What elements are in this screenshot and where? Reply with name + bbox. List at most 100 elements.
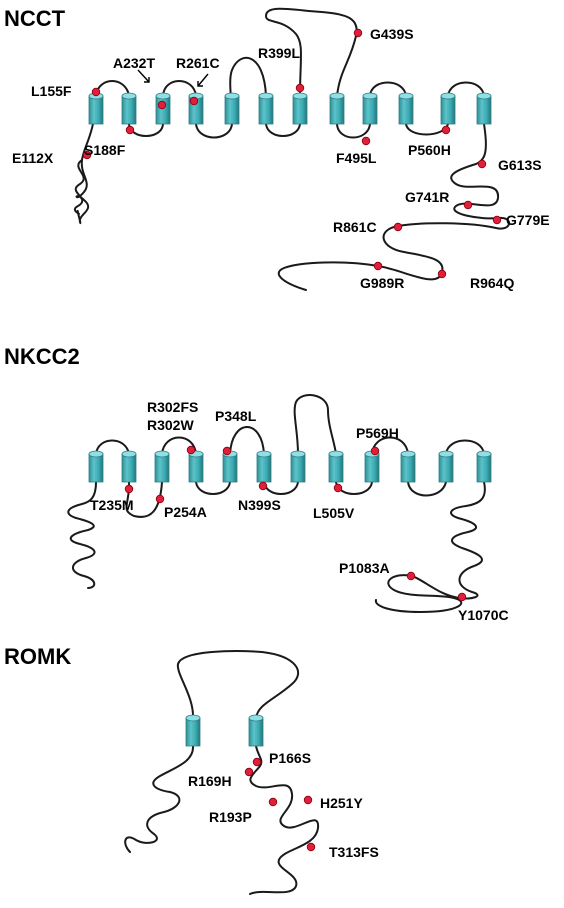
mutation-label-r861c: R861C <box>333 219 377 235</box>
ncct-helix-9 <box>362 92 378 125</box>
nkcc2-loop-11-12 <box>445 439 485 455</box>
ncct-helix-4 <box>188 92 204 125</box>
mutation-dot-p254a <box>155 494 165 504</box>
mutation-dot-r261c <box>189 96 199 106</box>
ncct-loop-7-8 <box>336 123 371 139</box>
romk-title: ROMK <box>4 644 71 669</box>
mutation-label-l155f: L155F <box>31 83 72 99</box>
ncct-arrow-a232t <box>137 69 150 83</box>
ncct-helix-10 <box>398 92 414 125</box>
ncct-helix-11 <box>440 92 456 125</box>
ncct-c-terminus <box>277 123 510 291</box>
mutation-dot-l155f <box>91 87 101 97</box>
mutation-dot-a232t <box>157 100 167 110</box>
nkcc2-title: NKCC2 <box>4 344 80 369</box>
nkcc2-helix-4 <box>188 450 204 483</box>
romk-pore-loop <box>176 650 299 719</box>
mutation-dot-n399s <box>258 481 268 491</box>
mutation-label-f495l: F495L <box>336 150 377 166</box>
mutation-dot-l505v <box>333 483 343 493</box>
ncct-loop-3-4 <box>162 80 197 97</box>
mutation-label-g989r: G989R <box>360 275 404 291</box>
nkcc2-loop-1-2 <box>95 439 130 455</box>
mutation-dot-g439s <box>353 28 363 38</box>
mutation-label-s188f: S188F <box>84 142 126 158</box>
mutation-dot-g989r <box>373 261 383 271</box>
nkcc2-loop-10-11 <box>407 481 447 497</box>
mutation-label-n399s: N399S <box>238 497 281 513</box>
mutation-label-g613s: G613S <box>498 157 542 173</box>
romk-panel: ROMK P166S R169H R193P H251Y T313FS <box>4 644 379 895</box>
ncct-helix-2 <box>121 92 137 125</box>
mutation-dot-t313fs <box>306 842 316 852</box>
mutation-label-t313fs: T313FS <box>329 844 379 860</box>
mutation-label-t235m: T235M <box>90 497 134 513</box>
mutation-dot-r169h <box>244 767 254 777</box>
nkcc2-helix-12 <box>476 450 492 483</box>
ncct-title: NCCT <box>4 6 66 31</box>
ncct-helix-6 <box>258 92 274 125</box>
mutation-dot-s188f <box>125 125 135 135</box>
mutation-label-l505v: L505V <box>313 505 355 521</box>
mutation-label-p1083a: P1083A <box>339 560 390 576</box>
romk-n-terminus <box>124 745 195 853</box>
mutation-label-r193p: R193P <box>209 809 252 825</box>
mutation-dot-t235m <box>124 484 134 494</box>
mutation-label-p348l: P348L <box>215 408 257 424</box>
ncct-loop-10-11 <box>447 81 485 97</box>
mutation-dot-r861c <box>393 222 403 232</box>
mutation-label-p166s: P166S <box>269 750 311 766</box>
ncct-loop-8-9 <box>369 81 407 97</box>
mutation-dot-e112x <box>82 150 92 160</box>
ncct-loop-9-10 <box>405 123 449 136</box>
mutation-label-g779e: G779E <box>506 212 550 228</box>
ncct-loop-5-6 <box>265 123 301 137</box>
mutation-dot-h251y <box>303 795 313 805</box>
nkcc2-helix-6 <box>256 450 272 483</box>
romk-helix-2 <box>248 714 264 747</box>
mutation-dot-r399l <box>295 83 305 93</box>
nkcc2-helix-2 <box>121 450 137 483</box>
mutation-dot-p166s <box>252 757 262 767</box>
mutation-label-e112x: E112X <box>12 150 54 166</box>
ncct-helix-12 <box>476 92 492 125</box>
mutation-label-g741r: G741R <box>405 189 449 205</box>
nkcc2-loop-6-7 <box>263 481 299 495</box>
mutation-dot-g779e <box>492 215 502 225</box>
nkcc2-panel: NKCC2 T235M P254A <box>4 344 509 623</box>
mutation-dot-g741r <box>463 200 473 210</box>
nkcc2-n-terminus <box>67 481 97 589</box>
mutation-label-h251y: H251Y <box>320 795 363 811</box>
mutation-dot-r193p <box>268 797 278 807</box>
ncct-arrow-r261c <box>197 73 209 87</box>
nkcc2-helix-7 <box>290 450 306 483</box>
nkcc2-helix-10 <box>400 450 416 483</box>
ncct-arrowhead-r261c <box>197 81 203 87</box>
mutation-dot-y1070c <box>457 592 467 602</box>
nkcc2-helix-3 <box>154 450 170 483</box>
nkcc2-loop-4-5 <box>195 481 231 495</box>
ncct-loop-6-7 <box>265 7 358 97</box>
mutation-label-y1070c: Y1070C <box>458 607 509 623</box>
mutation-dot-r964q <box>437 269 447 279</box>
mutation-label-p569h: P569H <box>356 425 399 441</box>
nkcc2-helix-8 <box>328 450 344 483</box>
nkcc2-helix-1 <box>88 450 104 483</box>
ncct-arrowhead-a232t <box>144 77 150 83</box>
mutation-dot-p569h <box>370 446 380 456</box>
mutation-label-a232t: A232T <box>113 55 155 71</box>
nkcc2-helix-11 <box>438 450 454 483</box>
mutation-dot-g613s <box>477 159 487 169</box>
mutation-label-r261c: R261C <box>176 55 220 71</box>
ncct-nterm-tail <box>73 159 85 215</box>
ncct-helix-8 <box>329 92 345 125</box>
ncct-helix-1 <box>88 92 104 125</box>
mutation-dot-p348l <box>222 446 232 456</box>
mutation-label-r302fs: R302FS <box>147 399 198 415</box>
mutation-label-r169h: R169H <box>188 773 232 789</box>
mutation-dot-f495l <box>361 136 371 146</box>
nkcc2-helix-5 <box>222 450 238 483</box>
mutation-label-r302w: R302W <box>147 417 194 433</box>
mutation-label-g439s: G439S <box>370 26 414 42</box>
